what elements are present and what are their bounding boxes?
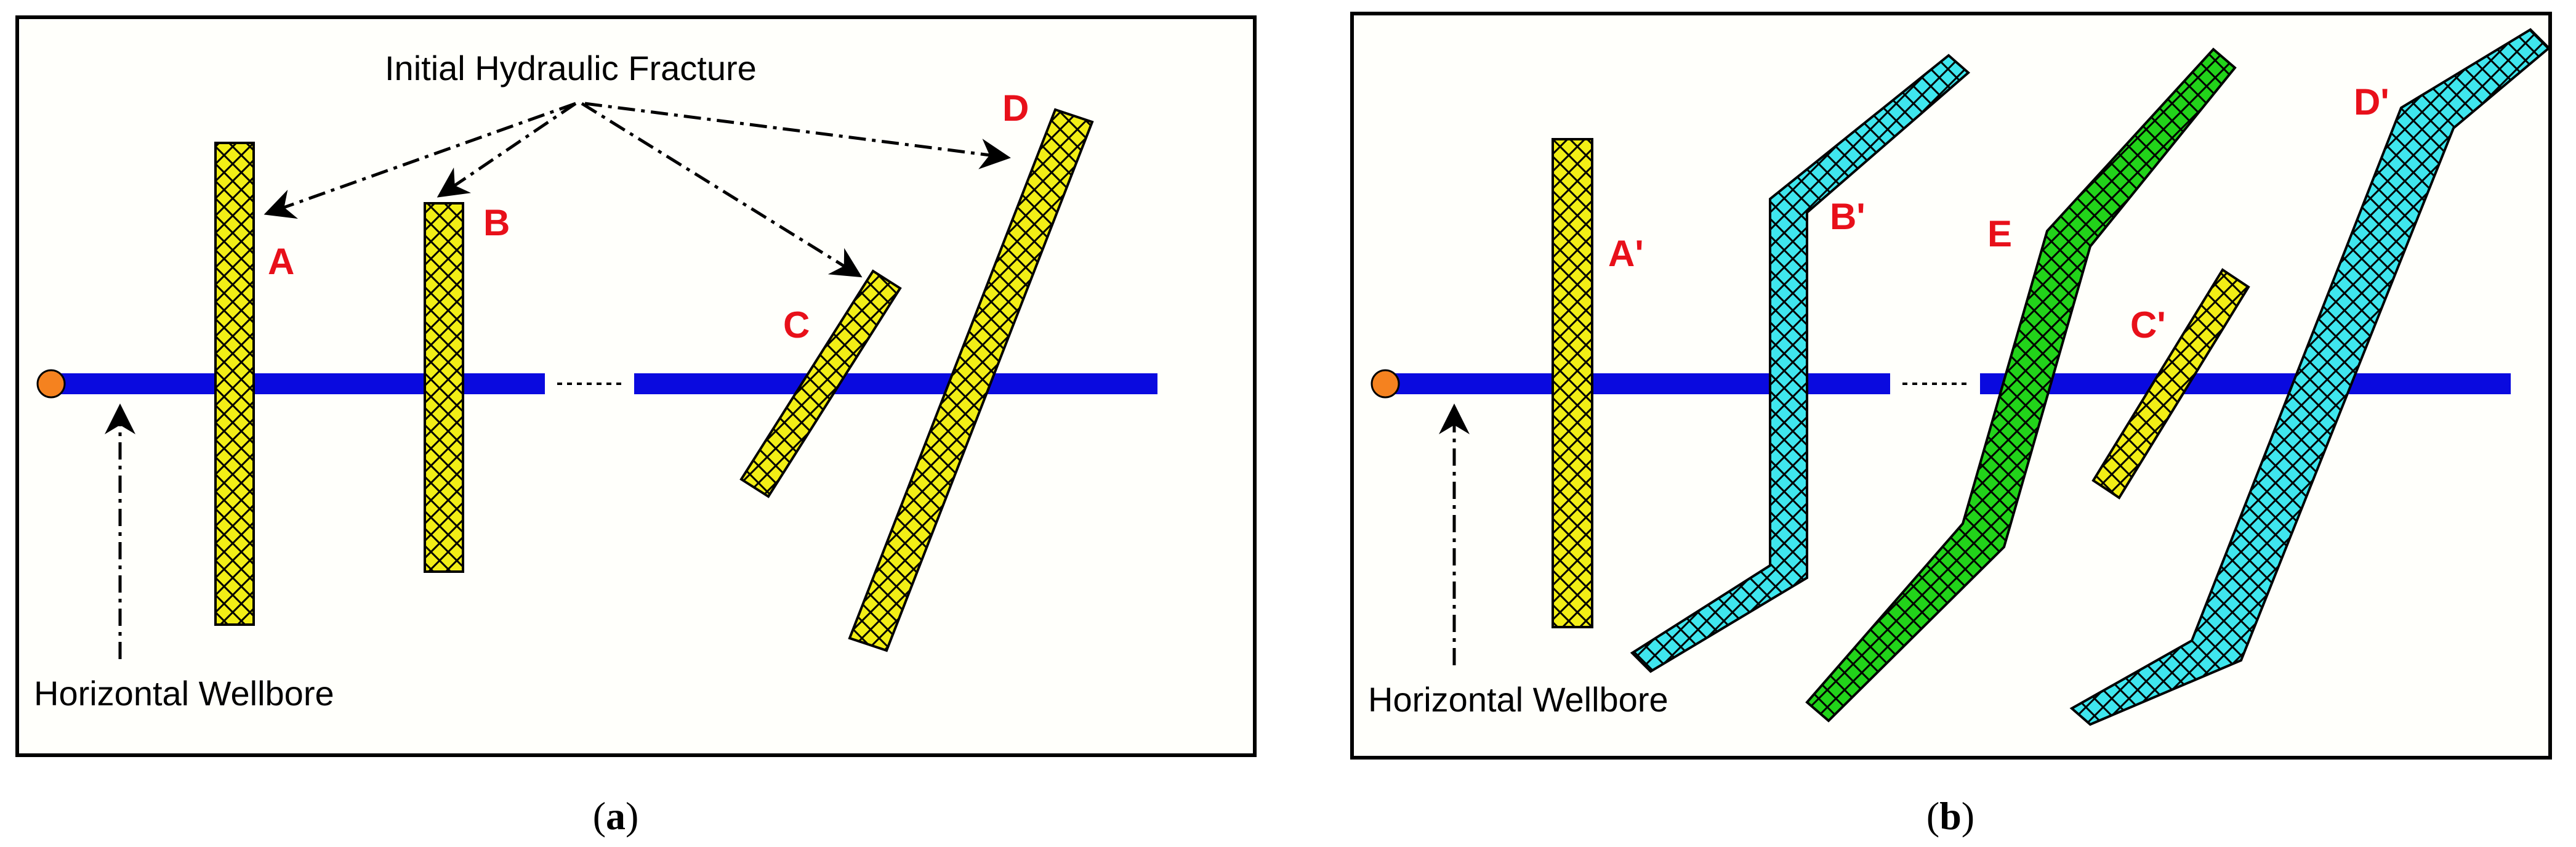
fracture-b-prime (1630, 54, 1971, 673)
caption-a: (a) (593, 794, 639, 838)
panel-b: A' B' E C' D' Horizontal Wellbore (1350, 12, 2552, 760)
wellbore-segment-left (1393, 373, 1890, 394)
fracture-b (424, 202, 464, 573)
label-horizontal-wellbore: Horizontal Wellbore (34, 674, 334, 713)
arrow-to-fracture-c (581, 102, 863, 278)
fracture-a-prime (1552, 138, 1593, 628)
label-fracture-d-prime: D' (2354, 81, 2389, 123)
label-fracture-c: C (783, 304, 810, 346)
label-fracture-b-prime: B' (1830, 196, 1866, 237)
wellbore-segment-right (634, 373, 1157, 394)
fracture-a (214, 142, 255, 626)
caption-a-text: (a) (593, 794, 639, 838)
annotation-initial-hydraulic-fracture: Initial Hydraulic Fracture (385, 49, 757, 87)
arrow-to-fracture-a (264, 102, 576, 219)
label-fracture-a: A (268, 241, 294, 282)
panel-a: A B C D Initial Hydraulic Fracture Horiz… (15, 15, 1257, 757)
label-fracture-a-prime: A' (1608, 233, 1644, 274)
fracture-e (1805, 47, 2237, 723)
fracture-c (739, 269, 902, 498)
label-fracture-d: D (1002, 87, 1029, 129)
fracture-c-prime (2091, 268, 2250, 500)
label-horizontal-wellbore: Horizontal Wellbore (1368, 680, 1668, 719)
arrow-to-fracture-d (584, 102, 1011, 169)
fracture-d-prime (2069, 28, 2551, 726)
label-fracture-c-prime: C' (2130, 304, 2166, 346)
arrow-to-fracture-b (437, 102, 577, 198)
fracture-d (848, 108, 1094, 652)
wellbore-heel-dot (1371, 369, 1400, 399)
wellbore-segment-right (1980, 373, 2511, 394)
wellbore-heel-dot (36, 369, 66, 399)
label-fracture-b: B (483, 202, 510, 243)
caption-b-text: (b) (1926, 794, 1974, 838)
caption-b: (b) (1926, 794, 1974, 838)
wellbore-segment-left (58, 373, 545, 394)
label-fracture-e: E (1987, 213, 2012, 254)
